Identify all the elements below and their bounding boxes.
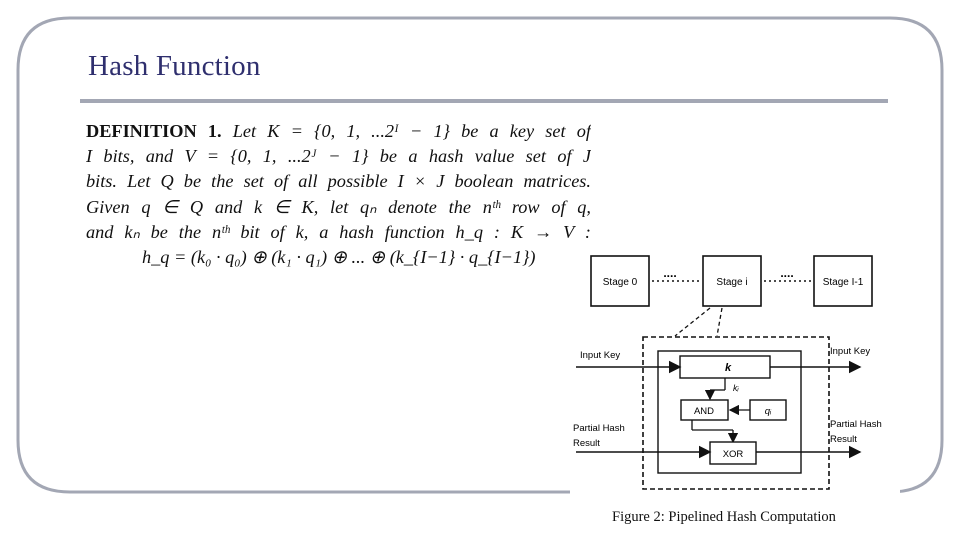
definition-label: DEFINITION 1. [86, 121, 222, 141]
stage-i-box [702, 255, 762, 307]
pipeline-diagram: Stage 0 Stage i Stage I-1 .... .... k In… [573, 255, 882, 490]
definition-line-4: Given q ∈ Q and k ∈ K, let qₙ denote the… [86, 196, 591, 217]
stage-dots-2: .... [780, 266, 793, 280]
input-key-right-label: Input Key [830, 346, 870, 357]
figure-caption: Figure 2: Pipelined Hash Computation [612, 509, 836, 525]
and-gate [680, 399, 729, 421]
pipelined-hash-figure: Stage 0 Stage i Stage I-1 .... .... k In… [570, 250, 900, 500]
definition-block: DEFINITION 1. Let K = {0, 1, ...2ᴵ − 1} … [86, 119, 591, 270]
stage-last-box [813, 255, 873, 307]
and-label: AND [694, 406, 714, 417]
partial-hash-left-label-2: Result [573, 438, 600, 449]
zoom-line-left [674, 307, 711, 337]
stage-0-box [590, 255, 650, 307]
partial-hash-right-label-1: Partial Hash [830, 419, 882, 430]
definition-line-1: DEFINITION 1. Let K = {0, 1, ...2ᴵ − 1} … [86, 121, 591, 141]
stage-last-label: Stage I-1 [823, 277, 864, 288]
partial-hash-right-label-2: Result [830, 434, 857, 445]
stage-detail-box [642, 336, 830, 490]
definition-line-2: I bits, and V = {0, 1, ...2ᴶ − 1} be a h… [86, 146, 591, 167]
k-label: k [725, 362, 732, 374]
zoom-line-right [716, 307, 723, 337]
ki-label: kᵢ [733, 383, 740, 393]
slide-title: Hash Function [88, 50, 261, 82]
qi-label: qᵢ [765, 406, 772, 417]
stage-dots-1: .... [663, 266, 676, 280]
stage-i-label: Stage i [716, 277, 747, 288]
definition-line-3: bits. Let Q be the set of all possible I… [86, 171, 591, 192]
xor-label: XOR [723, 449, 744, 460]
partial-hash-left-label-1: Partial Hash [573, 423, 625, 434]
title-divider [80, 99, 888, 103]
input-key-left-label: Input Key [580, 350, 620, 361]
stage-inner-box [657, 350, 802, 474]
hash-formula: h_q = (k₀ · q₀) ⊕ (k₁ · q₁) ⊕ ... ⊕ (k_{… [142, 246, 536, 267]
stage-0-label: Stage 0 [603, 277, 638, 288]
definition-line-5: and kₙ be the nᵗʰ bit of k, a hash funct… [86, 221, 591, 242]
